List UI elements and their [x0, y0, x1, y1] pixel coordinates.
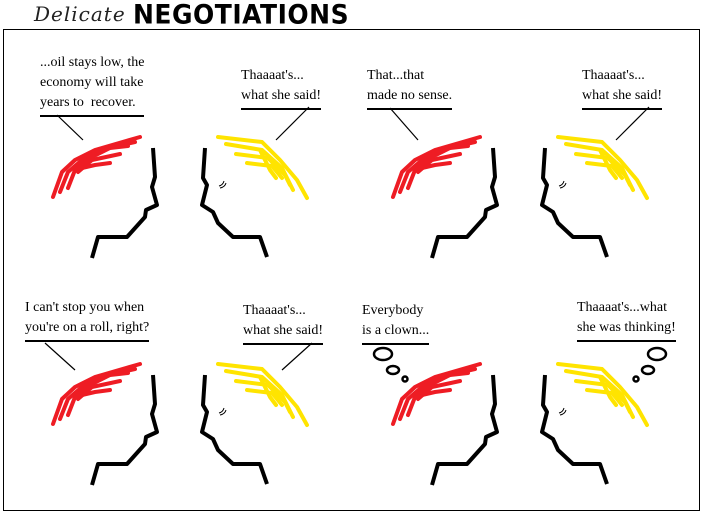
red-character — [391, 135, 499, 260]
title-main: NEGOTIATIONS — [133, 0, 350, 30]
thought-bubble — [372, 346, 394, 362]
red-character — [51, 362, 159, 487]
comic-frame — [3, 29, 700, 511]
speech-pointer — [389, 107, 419, 141]
yellow-character — [200, 362, 309, 486]
speech-pointer — [275, 106, 310, 141]
speech-text: That...that made no sense. — [367, 66, 453, 110]
speech-pointers — [44, 106, 650, 371]
thought-bubble — [401, 375, 409, 383]
thought-bubble — [640, 364, 656, 376]
yellow-character — [540, 135, 649, 259]
thought-bubble — [385, 364, 401, 376]
red-character — [391, 362, 499, 487]
speech-pointer — [56, 114, 84, 141]
speech-pointer — [615, 106, 650, 141]
speech-pointer — [281, 342, 313, 371]
speech-text: Thaaaat's... what she said! — [243, 301, 324, 345]
yellow-character — [540, 362, 649, 486]
speech-text: ...oil stays low, the economy will take … — [40, 53, 145, 117]
thought-bubble — [646, 346, 668, 362]
speech-text: I can't stop you when you're on a roll, … — [25, 298, 150, 342]
thought-bubble — [632, 375, 640, 383]
title-script: Delicate — [34, 2, 126, 26]
speech-text: Thaaaat's... what she said! — [241, 66, 322, 110]
thought-text: Everybody is a clown... — [362, 301, 430, 345]
speech-pointer — [44, 342, 76, 371]
yellow-character — [200, 135, 309, 259]
red-character — [51, 135, 159, 260]
thought-bubbles — [372, 346, 668, 383]
speech-text: Thaaaat's... what she said! — [582, 66, 663, 110]
thought-text: Thaaaat's...what she was thinking! — [577, 298, 676, 342]
